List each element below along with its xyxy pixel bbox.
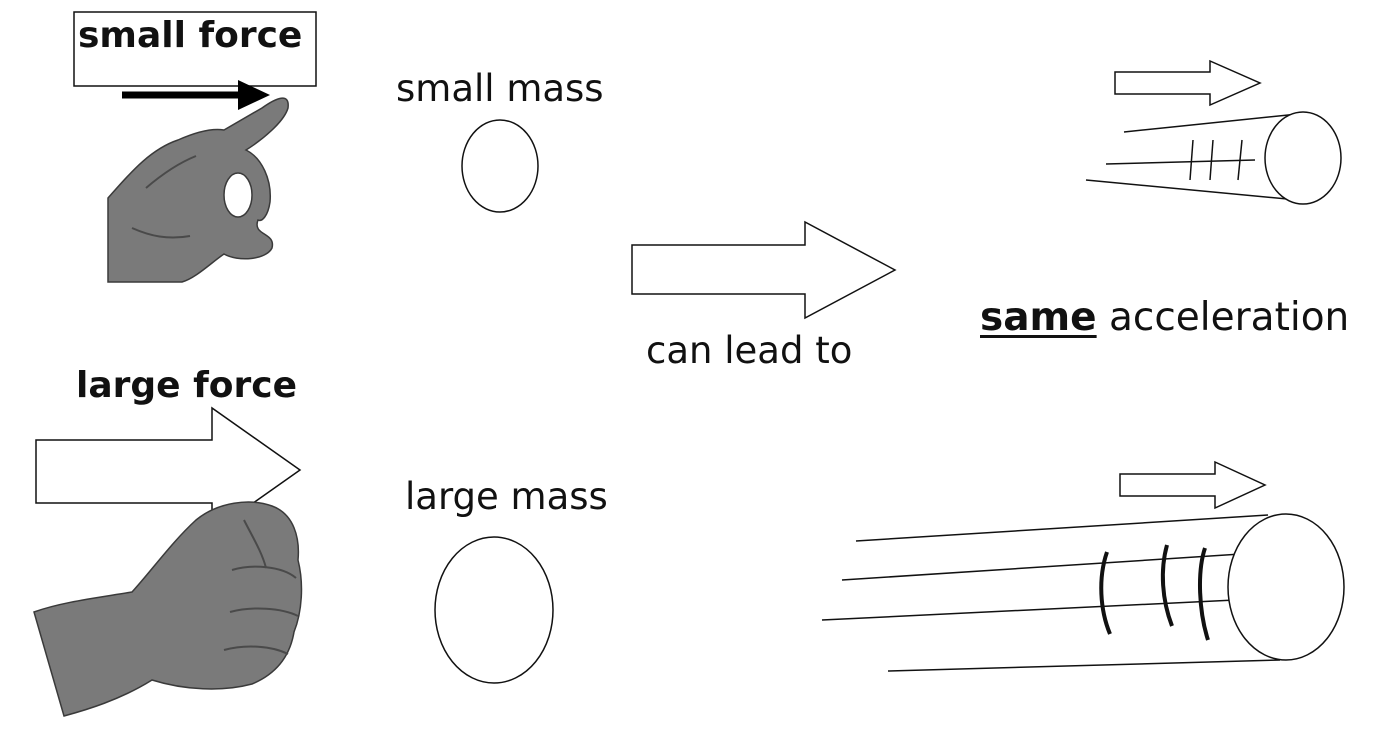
- large-force-arrow: [35, 406, 302, 534]
- can-lead-to-label: can lead to: [646, 329, 853, 372]
- small-motion-arrow: [1114, 59, 1262, 107]
- fist-hand-icon: [33, 501, 303, 717]
- same-acceleration-label: same acceleration: [980, 298, 1349, 337]
- large-moving-ball: [821, 513, 1345, 672]
- small-moving-ball: [1085, 111, 1342, 205]
- small-force-label: small force: [78, 15, 303, 56]
- same-emphasis: same: [980, 295, 1097, 340]
- small-force-arrow: [122, 80, 270, 110]
- leads-to-arrow: [631, 220, 897, 320]
- large-force-label: large force: [76, 365, 298, 406]
- large-motion-arrow: [1119, 460, 1267, 510]
- large-mass-circle: [434, 536, 554, 684]
- large-mass-label: large mass: [405, 475, 608, 518]
- flicking-hand-icon: [107, 97, 289, 283]
- small-force-box: [73, 11, 317, 87]
- acceleration-word: acceleration: [1096, 295, 1350, 340]
- small-mass-label: small mass: [396, 67, 604, 110]
- small-mass-circle: [461, 119, 539, 213]
